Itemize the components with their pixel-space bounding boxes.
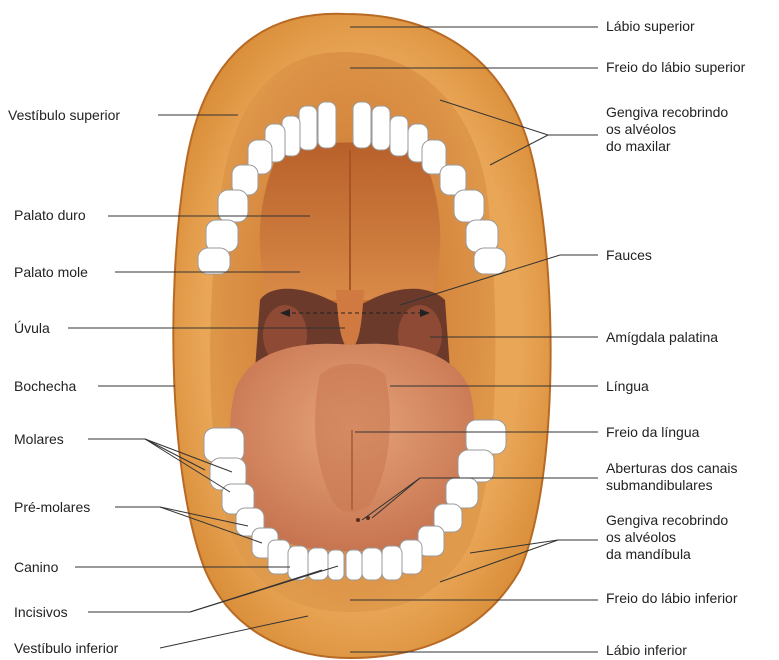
label-vestibulo-inferior: Vestíbulo inferior	[14, 640, 118, 657]
palate	[260, 143, 440, 301]
label-gengiva-mandibula: Gengiva recobrindo os alvéolos da mandíb…	[606, 512, 728, 563]
label-uvula: Úvula	[14, 320, 50, 337]
label-palato-duro: Palato duro	[14, 207, 86, 224]
label-lingua: Língua	[606, 378, 649, 395]
label-gengiva-maxilar: Gengiva recobrindo os alvéolos do maxila…	[606, 104, 728, 155]
label-labio-superior: Lábio superior	[606, 18, 695, 35]
label-fauces: Fauces	[606, 247, 652, 264]
label-freio-labio-inferior: Freio do lábio inferior	[606, 590, 738, 607]
label-palato-mole: Palato mole	[14, 264, 88, 281]
label-pre-molares: Pré-molares	[14, 499, 90, 516]
label-labio-inferior: Lábio inferior	[606, 642, 687, 659]
label-incisivos: Incisivos	[14, 604, 68, 621]
label-vestibulo-superior: Vestíbulo superior	[8, 107, 120, 124]
label-bochecha: Bochecha	[14, 378, 76, 395]
label-freio-lingua: Freio da língua	[606, 424, 699, 441]
label-freio-labio-superior: Freio do lábio superior	[606, 59, 745, 76]
label-canino: Canino	[14, 559, 58, 576]
label-aberturas-canais: Aberturas dos canais submandibulares	[606, 460, 738, 494]
label-amigdala-palatina: Amígdala palatina	[606, 329, 718, 346]
label-molares: Molares	[14, 431, 64, 448]
